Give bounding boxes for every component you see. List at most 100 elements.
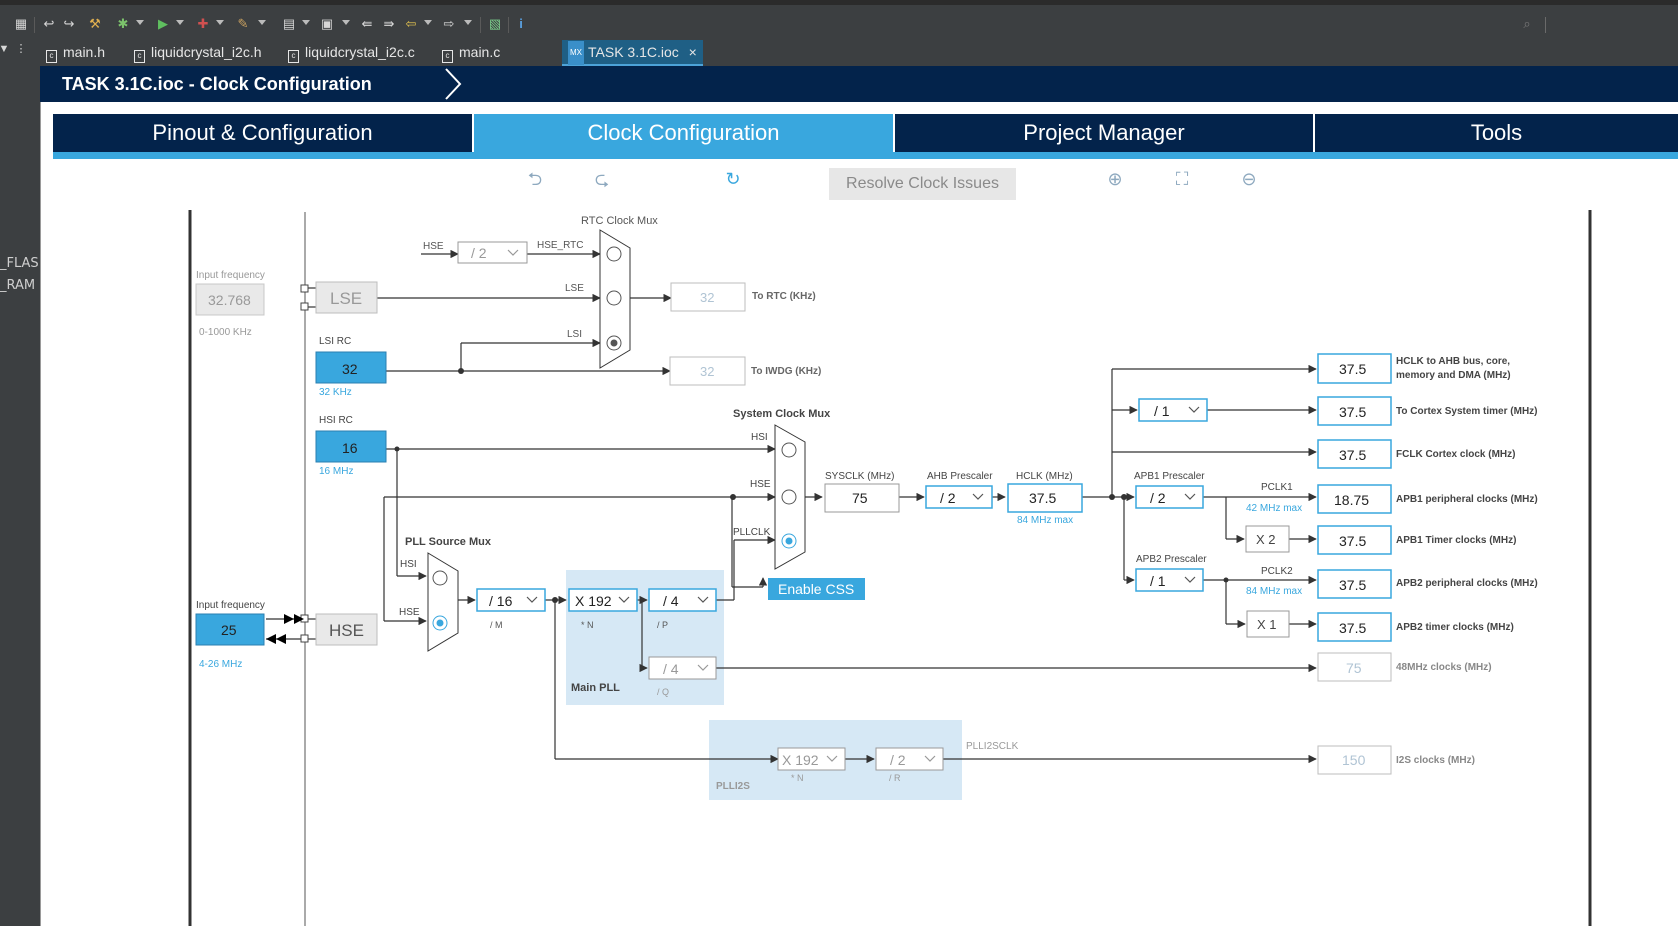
output-value: 18.75 xyxy=(1334,492,1369,508)
back-arrow-icon[interactable]: ⇦ xyxy=(405,16,417,31)
output-apb2-timer[interactable]: 37.5 xyxy=(1317,612,1392,642)
build-icon[interactable]: ⚒ xyxy=(89,16,101,31)
output-label: APB1 Timer clocks (MHz) xyxy=(1396,535,1516,546)
output-fclk[interactable]: 37.5 xyxy=(1317,439,1392,469)
plli2s-r-select[interactable]: / 2 xyxy=(875,747,944,771)
output-label: memory and DMA (MHz) xyxy=(1396,370,1511,381)
fit-screen-icon[interactable]: ⛶ xyxy=(1175,169,1189,189)
filter-icon[interactable]: ▼ xyxy=(0,43,10,55)
zoom-in-icon[interactable]: ⊕ xyxy=(1107,169,1123,189)
brush-icon[interactable]: ✎ xyxy=(237,16,249,31)
c-file-icon: c xyxy=(134,50,145,63)
apb2-prescaler-select[interactable]: / 1 xyxy=(1135,568,1204,592)
lsi-wire-label: LSI xyxy=(567,329,582,340)
pll-mux-hsi-label: HSI xyxy=(400,559,417,570)
chevron-down-icon xyxy=(826,755,838,762)
search-icon[interactable]: ⌕ xyxy=(1523,16,1531,31)
hse-rtc-input-label: HSE xyxy=(423,241,444,252)
chevron-down-icon[interactable] xyxy=(136,20,144,25)
rtc-mux-radio-hse[interactable] xyxy=(606,246,622,262)
chevron-down-icon[interactable] xyxy=(216,20,224,25)
save-icon[interactable]: ▦ xyxy=(14,16,28,31)
apb2-prescaler-value: / 1 xyxy=(1150,573,1166,589)
tab-project-manager[interactable]: Project Manager xyxy=(895,114,1313,152)
chevron-down-icon[interactable] xyxy=(342,20,350,25)
tab-tools[interactable]: Tools xyxy=(1315,114,1678,152)
nav-back-icon[interactable]: ⇚ xyxy=(361,16,373,31)
nav-forward-icon[interactable]: ⇛ xyxy=(383,16,395,31)
output-apb1-peripheral[interactable]: 18.75 xyxy=(1317,484,1392,514)
ahb-prescaler-select[interactable]: / 2 xyxy=(925,485,993,509)
hsi-mhz-label: 16 MHz xyxy=(319,466,353,477)
pll-n-label: * N xyxy=(581,620,594,630)
hclk-field[interactable] xyxy=(1007,483,1083,513)
pll-q-select[interactable]: / 4 xyxy=(648,656,717,680)
forward-arrow-icon[interactable]: ⇨ xyxy=(443,16,455,31)
system-clock-mux-label: System Clock Mux xyxy=(733,408,831,420)
pll-m-value: / 16 xyxy=(489,593,513,609)
pll-m-label: / M xyxy=(490,620,503,630)
undo-icon[interactable]: ⮌ xyxy=(527,169,543,189)
c-file-icon: c xyxy=(288,50,299,63)
resolve-clock-issues-button[interactable]: Resolve Clock Issues xyxy=(829,168,1016,200)
lsi-rc-value: 32 xyxy=(342,361,358,377)
zoom-out-icon[interactable]: ⊖ xyxy=(1241,169,1257,189)
hse-input-frequency-field[interactable] xyxy=(195,613,265,646)
info-icon[interactable]: i xyxy=(519,16,523,31)
output-apb1-timer[interactable]: 37.5 xyxy=(1317,525,1392,555)
pll-n-select[interactable]: X 192 xyxy=(568,588,638,612)
enable-css-label: Enable CSS xyxy=(778,581,854,597)
undo-icon[interactable]: ↩ xyxy=(43,16,55,31)
redo-icon[interactable]: ⮎ xyxy=(594,169,610,189)
sys-mux-hse-label: HSE xyxy=(750,479,771,490)
debug-icon[interactable]: ✱ xyxy=(117,16,129,31)
clipboard-icon[interactable]: ▣ xyxy=(320,16,334,31)
redo-icon[interactable]: ↪ xyxy=(63,16,75,31)
cortex-timer-divider-select[interactable]: / 1 xyxy=(1138,398,1208,422)
output-cortex-timer[interactable]: 37.5 xyxy=(1317,396,1392,426)
output-label: APB1 peripheral clocks (MHz) xyxy=(1396,494,1538,505)
sysclk-field[interactable] xyxy=(824,483,900,513)
pll-q-value: / 4 xyxy=(663,661,679,677)
plli2s-r-value: / 2 xyxy=(890,752,906,768)
tab-pinout-configuration[interactable]: Pinout & Configuration xyxy=(53,114,472,152)
pll-m-select[interactable]: / 16 xyxy=(476,588,546,612)
output-label: APB2 timer clocks (MHz) xyxy=(1396,622,1514,633)
run-icon[interactable]: ▶ xyxy=(158,16,168,31)
chevron-down-icon[interactable] xyxy=(464,20,472,25)
chevron-down-icon[interactable] xyxy=(424,20,432,25)
close-icon[interactable]: × xyxy=(688,44,697,60)
sys-mux-radio-hsi[interactable] xyxy=(781,442,797,458)
pll-p-select[interactable]: / 4 xyxy=(648,588,717,612)
hse-rtc-divider-select[interactable]: / 2 xyxy=(457,241,528,264)
view-menu-icon[interactable]: ⋮ xyxy=(15,43,27,55)
refresh-icon[interactable]: ↻ xyxy=(725,169,741,189)
plli2s-n-select[interactable]: X 192 xyxy=(777,747,846,771)
tab-clock-configuration[interactable]: Clock Configuration xyxy=(474,114,893,152)
ahb-prescaler-value: / 2 xyxy=(940,490,956,506)
chevron-down-icon[interactable] xyxy=(258,20,266,25)
chevron-down-icon[interactable] xyxy=(302,20,310,25)
output-label: I2S clocks (MHz) xyxy=(1396,755,1475,766)
file-icon[interactable]: ▤ xyxy=(282,16,296,31)
enable-css-button[interactable] xyxy=(768,578,865,600)
output-hclk-ahb[interactable]: 37.5 xyxy=(1317,353,1392,384)
open-perspective-icon[interactable]: ▧ xyxy=(488,16,502,31)
chevron-down-icon xyxy=(697,596,709,603)
lse-input-frequency-field[interactable] xyxy=(195,283,265,316)
ide-toolbar: ▦ ↩ ↪ ⚒ ✱ ▶ ✚ ✎ ▤ ▣ ⇚ ⇛ ⇦ ⇨ ▧ i ⌕ xyxy=(0,0,1678,40)
sys-mux-radio-hse[interactable] xyxy=(781,489,797,505)
output-apb2-peripheral[interactable]: 37.5 xyxy=(1317,569,1392,599)
pll-q-label: / Q xyxy=(657,687,669,697)
pll-mux-radio-hsi[interactable] xyxy=(432,570,448,586)
external-tools-icon[interactable]: ✚ xyxy=(197,16,209,31)
chevron-down-icon[interactable] xyxy=(176,20,184,25)
apb1-prescaler-select[interactable]: / 2 xyxy=(1135,485,1204,509)
rtc-mux-radio-lse[interactable] xyxy=(606,290,622,306)
plli2s-r-label: / R xyxy=(889,773,901,783)
